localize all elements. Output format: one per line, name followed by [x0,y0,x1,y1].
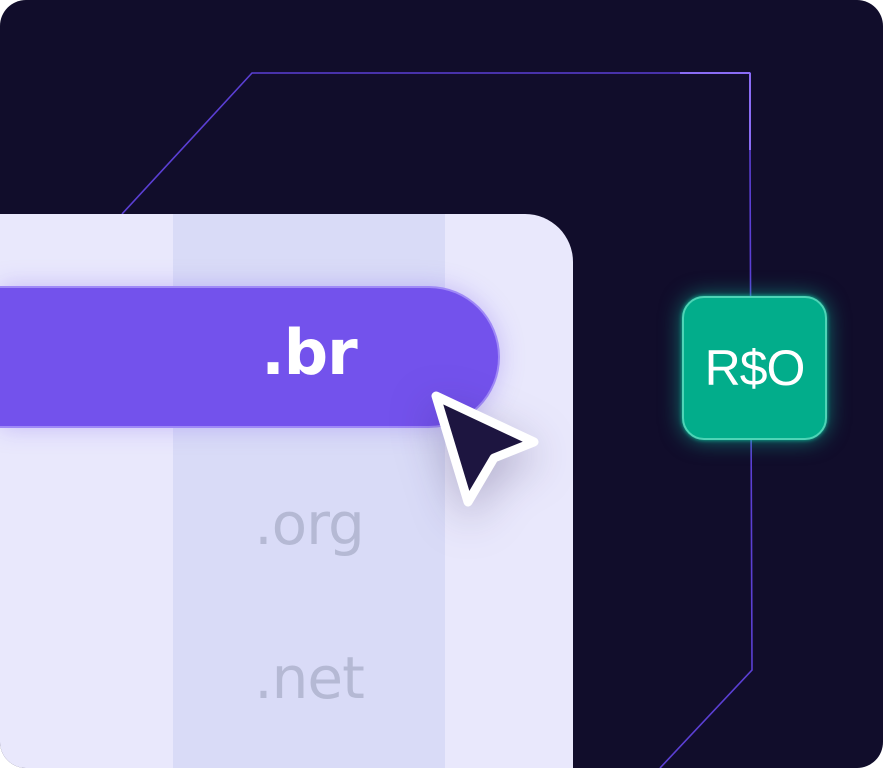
circuit-line-top [121,72,751,215]
domain-option-net[interactable]: .net [254,644,365,712]
price-badge: R$O [682,296,827,440]
selected-domain-bar[interactable]: .br [0,286,500,428]
domain-option-org[interactable]: .org [254,490,365,558]
circuit-line-right [659,149,753,768]
mouse-pointer-arrow-icon [431,391,539,507]
selected-domain-label: .br [261,316,358,389]
price-text: R$O [704,340,806,396]
